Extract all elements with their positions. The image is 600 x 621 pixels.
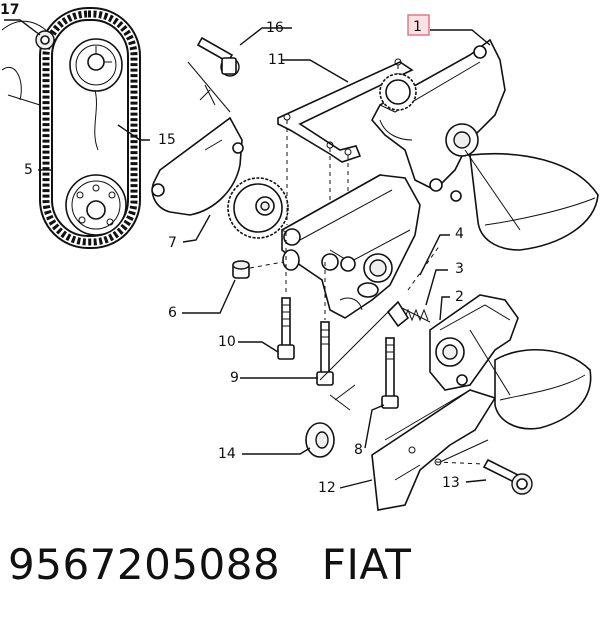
- pump-drive-gear: [227, 177, 289, 239]
- callout-labels: 1 2 3 4 5 6 7 8 9 10 11 12 13 14 15 16 1…: [0, 2, 464, 496]
- plug-6: [232, 249, 300, 279]
- label-10: 10: [218, 334, 236, 350]
- label-13: 13: [442, 475, 460, 491]
- label-2: 2: [455, 289, 464, 305]
- label-11: 11: [268, 52, 286, 68]
- label-17: 17: [0, 2, 19, 18]
- pump-assembly-1: [371, 38, 599, 251]
- lower-sprocket: [65, 174, 127, 236]
- timing-chain: [42, 10, 138, 246]
- washer-14: [305, 422, 335, 458]
- label-14: 14: [218, 446, 236, 462]
- bolt-13: [435, 458, 533, 495]
- timing-chain-assembly: [1, 7, 141, 249]
- brand-name: FIAT: [321, 540, 412, 589]
- label-3: 3: [455, 261, 464, 277]
- pump-assembly-2: [429, 294, 592, 430]
- label-9: 9: [230, 370, 239, 386]
- label-8: 8: [354, 442, 363, 458]
- label-15: 15: [158, 132, 176, 148]
- bolt-16: [196, 36, 240, 77]
- label-1: 1: [413, 19, 422, 35]
- footer-caption: 9567205088 FIAT: [8, 540, 411, 589]
- bolt-10: [277, 232, 295, 360]
- tensioner-nut: [35, 30, 55, 50]
- label-4: 4: [455, 226, 464, 242]
- label-16: 16: [266, 20, 284, 36]
- part-number: 9567205088: [8, 540, 281, 589]
- leader-lines: [4, 19, 491, 489]
- label-6: 6: [168, 305, 177, 321]
- chain-guard: [151, 61, 244, 216]
- oil-pump-body: [281, 174, 421, 319]
- plate-12: [371, 389, 497, 511]
- upper-sprocket: [69, 38, 123, 92]
- highlight-box: [407, 14, 430, 36]
- bolt-9: [316, 262, 334, 386]
- label-12: 12: [318, 480, 336, 496]
- label-7: 7: [168, 235, 177, 251]
- bolt-8: [319, 309, 399, 411]
- label-5: 5: [24, 162, 33, 178]
